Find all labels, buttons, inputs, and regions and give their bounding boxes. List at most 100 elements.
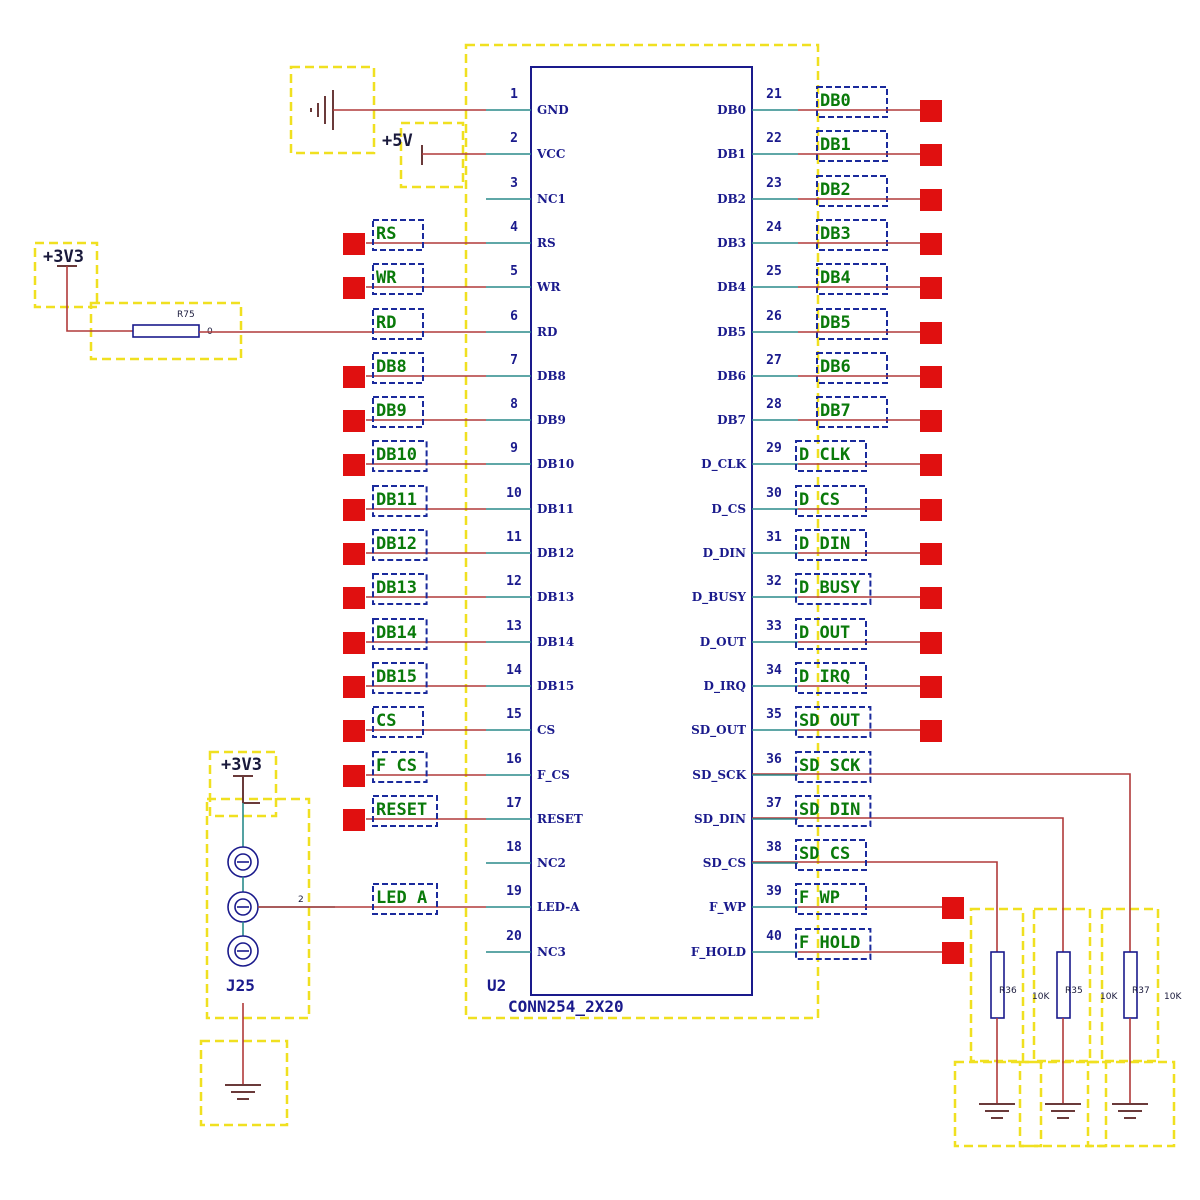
pin-number-15: 15 — [506, 707, 522, 722]
r37 — [752, 773, 1138, 1104]
pin-number-30: 30 — [766, 486, 782, 501]
pin-number-34: 34 — [766, 663, 782, 678]
port-marker-26 — [920, 322, 942, 344]
net-label-12: DB13 — [376, 578, 417, 598]
pin-number-31: 31 — [766, 530, 782, 545]
pin-name-13: DB14 — [537, 635, 574, 649]
pin-number-37: 37 — [766, 796, 782, 811]
port-marker-21 — [920, 100, 942, 122]
port-marker-4 — [343, 233, 365, 255]
net-label-box-24 — [816, 219, 888, 251]
gnd-r37-icon — [1112, 1103, 1148, 1119]
port-marker-5 — [343, 277, 365, 299]
net-label-22: DB1 — [820, 135, 851, 155]
port-marker-39 — [942, 897, 964, 919]
net-label-box-25 — [816, 263, 888, 295]
pin-number-39: 39 — [766, 884, 782, 899]
pin-number-25: 25 — [766, 264, 782, 279]
net-label-37: SD DIN — [799, 800, 860, 820]
v5-label: +5V — [382, 131, 413, 151]
port-marker-16 — [343, 765, 365, 787]
gnd-r36-icon — [979, 1103, 1015, 1119]
r36-ref: R36 — [999, 986, 1017, 996]
r75-wire-left — [66, 266, 133, 332]
pin-name-14: DB15 — [537, 679, 574, 693]
pin-number-26: 26 — [766, 309, 782, 324]
connector-body — [530, 66, 753, 996]
pin-number-27: 27 — [766, 353, 782, 368]
pin-number-14: 14 — [506, 663, 522, 678]
net-label-box-34 — [795, 662, 867, 694]
net-label-40: F HOLD — [799, 933, 860, 953]
pin-number-5: 5 — [510, 264, 518, 279]
pin-name-28: DB7 — [717, 413, 746, 427]
port-marker-32 — [920, 587, 942, 609]
pin-name-7: DB8 — [537, 369, 566, 383]
pin-number-35: 35 — [766, 707, 782, 722]
pin-number-4: 4 — [510, 220, 518, 235]
net-label-26: DB5 — [820, 313, 851, 333]
pin-number-23: 23 — [766, 176, 782, 191]
port-marker-25 — [920, 277, 942, 299]
pin-number-8: 8 — [510, 397, 518, 412]
port-marker-12 — [343, 587, 365, 609]
pin-number-18: 18 — [506, 840, 522, 855]
r75-ref: R75 — [177, 310, 195, 320]
r36 — [752, 861, 1005, 1104]
r37-value: 10K — [1164, 992, 1182, 1002]
r35 — [752, 817, 1071, 1104]
net-label-box-9 — [372, 440, 428, 472]
pin-number-3: 3 — [510, 176, 518, 191]
pin-name-35: SD_OUT — [691, 723, 746, 738]
net-label-9: DB10 — [376, 445, 417, 465]
port-marker-22 — [920, 144, 942, 166]
net-label-4: RS — [376, 224, 396, 244]
net-label-box-38 — [795, 839, 867, 871]
gnd-j25-icon — [225, 1084, 261, 1100]
net-label-box-31 — [795, 529, 867, 561]
pin-name-20: NC3 — [537, 945, 566, 959]
net-label-box-15 — [372, 706, 424, 738]
r37-ref: R37 — [1132, 986, 1150, 996]
pin-name-16: F_CS — [537, 768, 570, 783]
net-label-15: CS — [376, 711, 396, 731]
net-label-8: DB9 — [376, 401, 407, 421]
pin-number-6: 6 — [510, 309, 518, 324]
net-label-box-23 — [816, 175, 888, 207]
net-label-21: DB0 — [820, 91, 851, 111]
pin-name-34: D_IRQ — [704, 679, 746, 694]
net-label-13: DB14 — [376, 623, 417, 643]
net-label-box-26 — [816, 308, 888, 340]
pin-name-36: SD_SCK — [692, 768, 746, 783]
pin-number-9: 9 — [510, 441, 518, 456]
port-marker-7 — [343, 366, 365, 388]
connector-part: CONN254_2X20 — [508, 997, 624, 1016]
net-label-box-30 — [795, 485, 867, 517]
gnd-j25-highlight — [199, 1039, 289, 1127]
pin-number-36: 36 — [766, 752, 782, 767]
net-label-box-33 — [795, 618, 867, 650]
pin-name-32: D_BUSY — [692, 590, 747, 605]
net-label-28: DB7 — [820, 401, 851, 421]
net-label-box-39 — [795, 883, 867, 915]
net-label-25: DB4 — [820, 268, 851, 288]
net-label-box-32 — [795, 573, 872, 605]
net-label-24: DB3 — [820, 224, 851, 244]
gnd-r35-icon — [1045, 1103, 1081, 1119]
pin-number-33: 33 — [766, 619, 782, 634]
r35-ref: R35 — [1065, 986, 1083, 996]
r35-highlight — [1032, 907, 1092, 1063]
port-marker-8 — [343, 410, 365, 432]
port-marker-33 — [920, 632, 942, 654]
pin-name-3: NC1 — [537, 192, 566, 206]
port-marker-13 — [343, 632, 365, 654]
pin-name-19: LED-A — [537, 900, 580, 914]
net-label-box-14 — [372, 662, 428, 694]
pin-number-20: 20 — [506, 929, 522, 944]
pin-name-12: DB13 — [537, 590, 574, 604]
net-label-box-37 — [795, 795, 872, 827]
net-label-box-40 — [795, 928, 872, 960]
net-label-23: DB2 — [820, 180, 851, 200]
pin-name-9: DB10 — [537, 457, 574, 471]
pin-name-40: F_HOLD — [691, 945, 746, 960]
